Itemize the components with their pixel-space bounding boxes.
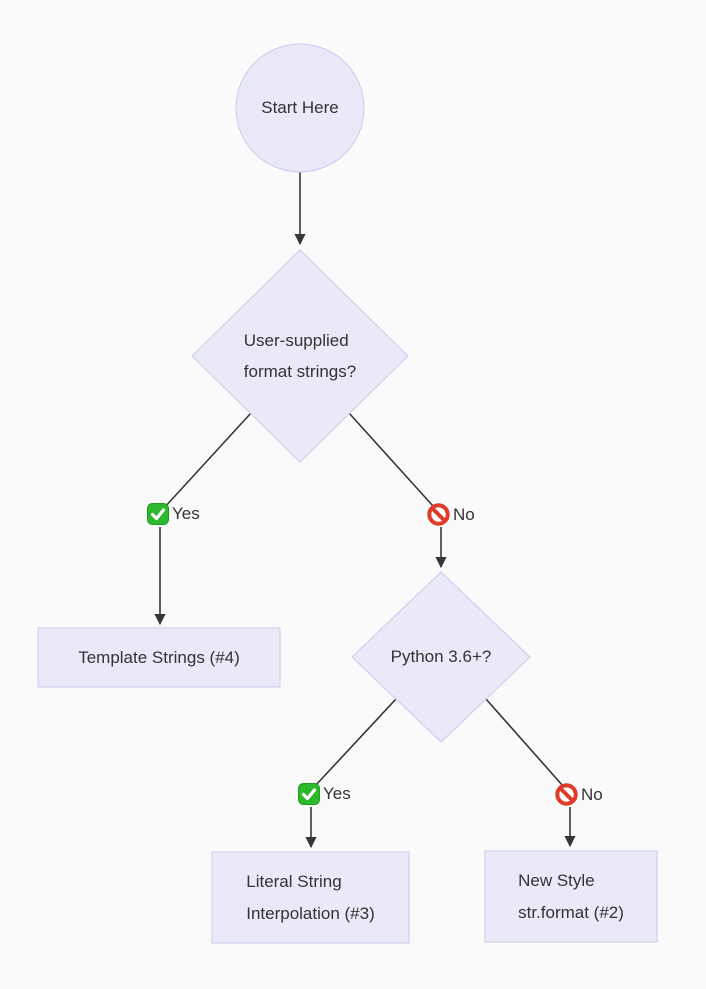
edge-label-yes-1: Yes: [147, 503, 200, 525]
prohibited-icon: [555, 783, 578, 806]
edge-decision2-yes-diagonal: [314, 698, 397, 787]
check-mark-icon: [298, 783, 320, 805]
edge-group: [154, 172, 576, 849]
check-mark-icon: [147, 503, 169, 525]
prohibited-icon: [427, 503, 450, 526]
result-literal-interpolation-shape: [211, 851, 410, 944]
node-shape-group: [37, 43, 658, 944]
edge-decision1-yes-diagonal: [163, 412, 252, 509]
edge-label-no-2: No: [555, 783, 603, 806]
decision-format-strings-shape: [191, 249, 409, 463]
edge-label-yes-2-text: Yes: [323, 784, 351, 803]
edge-decision1-no-diagonal: [348, 412, 434, 507]
edge-label-no-1-text: No: [453, 504, 475, 524]
edge-label-no-2-text: No: [581, 784, 603, 804]
decision-python-shape: [351, 571, 531, 743]
start-node-shape: [235, 43, 365, 173]
edge-label-yes-1-text: Yes: [172, 504, 200, 523]
edge-label-no-1: No: [427, 503, 475, 526]
edge-decision2-no-diagonal: [485, 698, 564, 787]
result-new-style-shape: [484, 850, 658, 943]
result-template-strings-shape: [37, 627, 281, 688]
edge-label-yes-2: Yes: [298, 783, 351, 805]
